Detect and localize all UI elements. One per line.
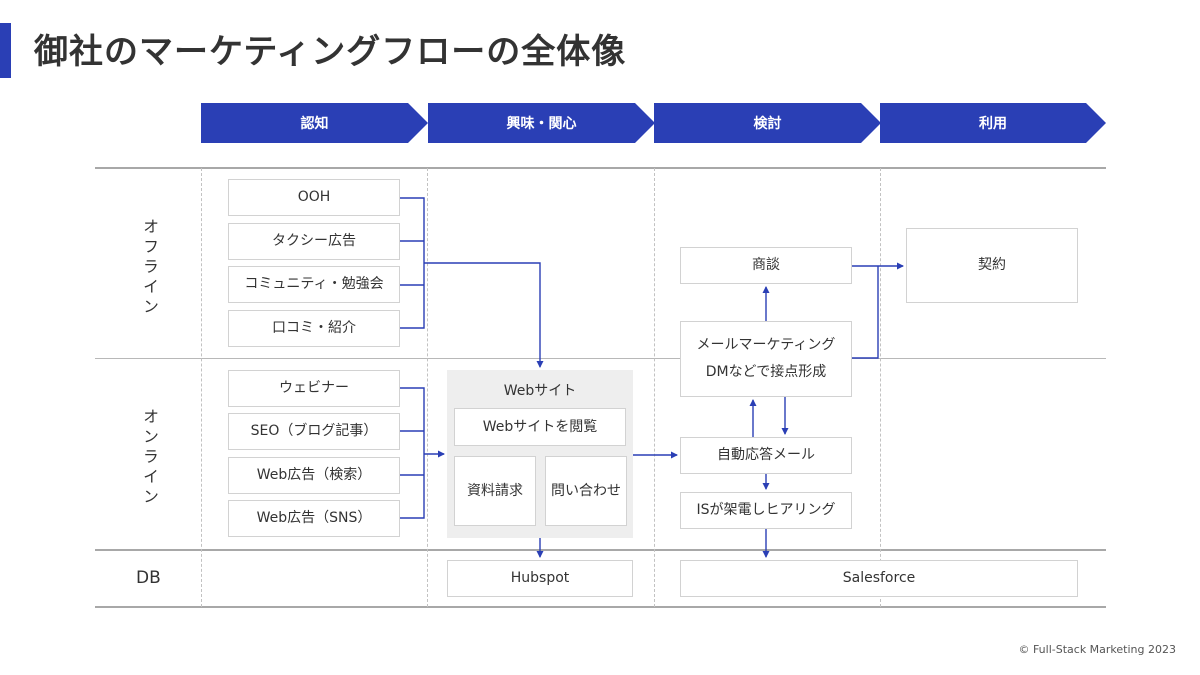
offline-to-website-arrow	[424, 262, 544, 368]
row-label-db: DB	[136, 568, 161, 588]
hubspot-box: Hubspot	[447, 560, 633, 597]
stage-consideration-label: 検討	[753, 116, 782, 132]
website-browse: Webサイトを閲覧	[454, 408, 626, 446]
stage-usage-label: 利用	[979, 116, 1007, 132]
auto-reply-box: 自動応答メール	[680, 437, 852, 474]
mail-marketing-line1: メールマーケティング	[696, 337, 836, 354]
copyright-text: © Full-Stack Marketing 2023	[1018, 643, 1176, 656]
negotiation-box: 商談	[680, 247, 852, 284]
channel-webinar: ウェビナー	[228, 370, 400, 407]
salesforce-box: Salesforce	[680, 560, 1078, 597]
online-bracket-line	[400, 387, 425, 519]
grid-column-divider	[427, 168, 428, 607]
row-label-offline: オフライン	[140, 218, 159, 318]
grid-offline-online-divider	[95, 358, 1106, 359]
stage-awareness: 認知	[201, 103, 428, 143]
grid-bottom-line	[95, 606, 1106, 608]
page-title: 御社のマーケティングフローの全体像	[34, 32, 627, 72]
mail-to-contract-line	[852, 266, 879, 359]
channel-referral: 口コミ・紹介	[228, 310, 400, 347]
stage-awareness-label: 認知	[300, 116, 329, 132]
stage-interest: 興味・関心	[428, 103, 655, 143]
is-call-box: ISが架電しヒアリング	[680, 492, 852, 529]
channel-ooh: OOH	[228, 179, 400, 216]
grid-top-line	[95, 167, 1106, 169]
channel-search-ad: Web広告（検索）	[228, 457, 400, 494]
channel-seo: SEO（ブログ記事）	[228, 413, 400, 450]
stage-usage: 利用	[880, 103, 1106, 143]
website-request-docs: 資料請求	[454, 456, 536, 526]
mail-marketing-box: メールマーケティング DMなどで接点形成	[680, 321, 852, 397]
website-panel-title: Webサイト	[503, 383, 577, 399]
stage-interest-label: 興味・関心	[506, 116, 577, 132]
grid-column-divider	[880, 168, 881, 607]
row-label-online: オンライン	[140, 408, 159, 508]
stage-consideration: 検討	[654, 103, 881, 143]
contract-box: 契約	[906, 228, 1078, 303]
channel-sns-ad: Web広告（SNS）	[228, 500, 400, 537]
website-contact: 問い合わせ	[545, 456, 627, 526]
mail-marketing-line2: DMなどで接点形成	[705, 364, 827, 380]
grid-column-divider	[654, 168, 655, 607]
channel-community: コミュニティ・勉強会	[228, 266, 400, 303]
title-accent-bar	[0, 23, 11, 78]
offline-bracket-line	[400, 197, 425, 329]
grid-column-divider	[201, 168, 202, 607]
grid-online-db-divider	[95, 549, 1106, 551]
channel-taxi-ad: タクシー広告	[228, 223, 400, 260]
